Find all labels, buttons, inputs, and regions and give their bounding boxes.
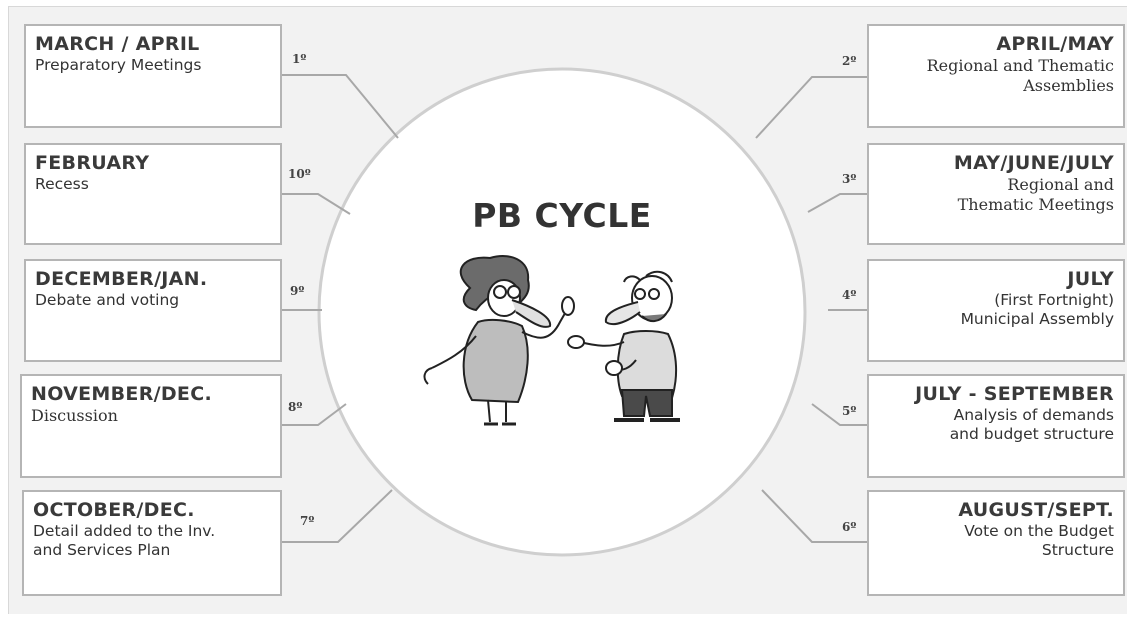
connector-step-5 xyxy=(811,403,869,426)
step-6-box: AUGUST/SEPT. Vote on the Budget Structur… xyxy=(867,490,1125,596)
connector-step-3 xyxy=(807,193,869,213)
step-6-desc-2: Structure xyxy=(1041,541,1114,560)
step-9-number: 9º xyxy=(290,284,305,298)
step-9-title: DECEMBER/JAN. xyxy=(35,268,208,290)
connector-step-2 xyxy=(755,76,869,139)
step-4-title: JULY xyxy=(1067,268,1114,290)
step-10-title: FEBRUARY xyxy=(35,152,150,174)
connector-step-6 xyxy=(761,489,869,543)
cartoon-illustration xyxy=(423,255,680,426)
step-4-desc-2: Municipal Assembly xyxy=(960,310,1114,329)
step-8-desc-1: Discussion xyxy=(31,406,118,426)
connector-step-10 xyxy=(282,193,351,215)
step-4-box: JULY (First Fortnight) Municipal Assembl… xyxy=(867,259,1125,362)
step-5-desc-2: and budget structure xyxy=(949,425,1114,444)
step-2-title: APRIL/MAY xyxy=(996,33,1114,55)
step-5-number: 5º xyxy=(842,404,857,418)
step-6-number: 6º xyxy=(842,520,857,534)
step-7-box: OCTOBER/DEC. Detail added to the Inv. an… xyxy=(22,490,282,596)
connector-step-1 xyxy=(282,74,399,139)
step-5-box: JULY - SEPTEMBER Analysis of demands and… xyxy=(867,374,1125,478)
step-10-number: 10º xyxy=(288,167,311,181)
step-4-number: 4º xyxy=(842,288,857,302)
step-10-box: FEBRUARY Recess xyxy=(24,143,282,245)
step-2-desc-1: Regional and Thematic xyxy=(926,56,1114,76)
step-3-box: MAY/JUNE/JULY Regional and Thematic Meet… xyxy=(867,143,1125,245)
step-2-number: 2º xyxy=(842,54,857,68)
step-7-desc-2: and Services Plan xyxy=(33,541,171,560)
step-5-desc-1: Analysis of demands xyxy=(953,406,1114,425)
step-1-title: MARCH / APRIL xyxy=(35,33,200,55)
step-1-desc-1: Preparatory Meetings xyxy=(35,56,202,75)
step-7-title: OCTOBER/DEC. xyxy=(33,499,195,521)
step-4-desc-1: (First Fortnight) xyxy=(994,291,1114,310)
step-8-number: 8º xyxy=(288,400,303,414)
step-9-box: DECEMBER/JAN. Debate and voting xyxy=(24,259,282,362)
step-1-number: 1º xyxy=(292,52,307,66)
step-3-number: 3º xyxy=(842,172,857,186)
step-3-title: MAY/JUNE/JULY xyxy=(953,152,1114,174)
woman-figure xyxy=(423,255,575,426)
step-7-number: 7º xyxy=(300,514,315,528)
step-3-desc-2: Thematic Meetings xyxy=(957,194,1114,214)
cycle-circle xyxy=(317,67,807,557)
step-1-box: MARCH / APRIL Preparatory Meetings xyxy=(24,24,282,128)
connector-step-7 xyxy=(282,489,393,543)
step-6-title: AUGUST/SEPT. xyxy=(958,499,1114,521)
step-10-desc-1: Recess xyxy=(35,175,89,194)
step-5-title: JULY - SEPTEMBER xyxy=(915,383,1114,405)
step-6-desc-1: Vote on the Budget xyxy=(964,522,1114,541)
step-7-desc-1: Detail added to the Inv. xyxy=(33,522,216,541)
step-2-desc-2: Assemblies xyxy=(1023,75,1114,95)
man-figure xyxy=(567,270,680,422)
step-2-box: APRIL/MAY Regional and Thematic Assembli… xyxy=(867,24,1125,128)
connector-step-8 xyxy=(282,403,347,426)
step-9-desc-1: Debate and voting xyxy=(35,291,180,310)
step-8-title: NOVEMBER/DEC. xyxy=(31,383,212,405)
step-3-desc-1: Regional and xyxy=(1007,175,1114,195)
step-8-box: NOVEMBER/DEC. Discussion xyxy=(20,374,282,478)
center-title: PB CYCLE xyxy=(472,196,652,235)
